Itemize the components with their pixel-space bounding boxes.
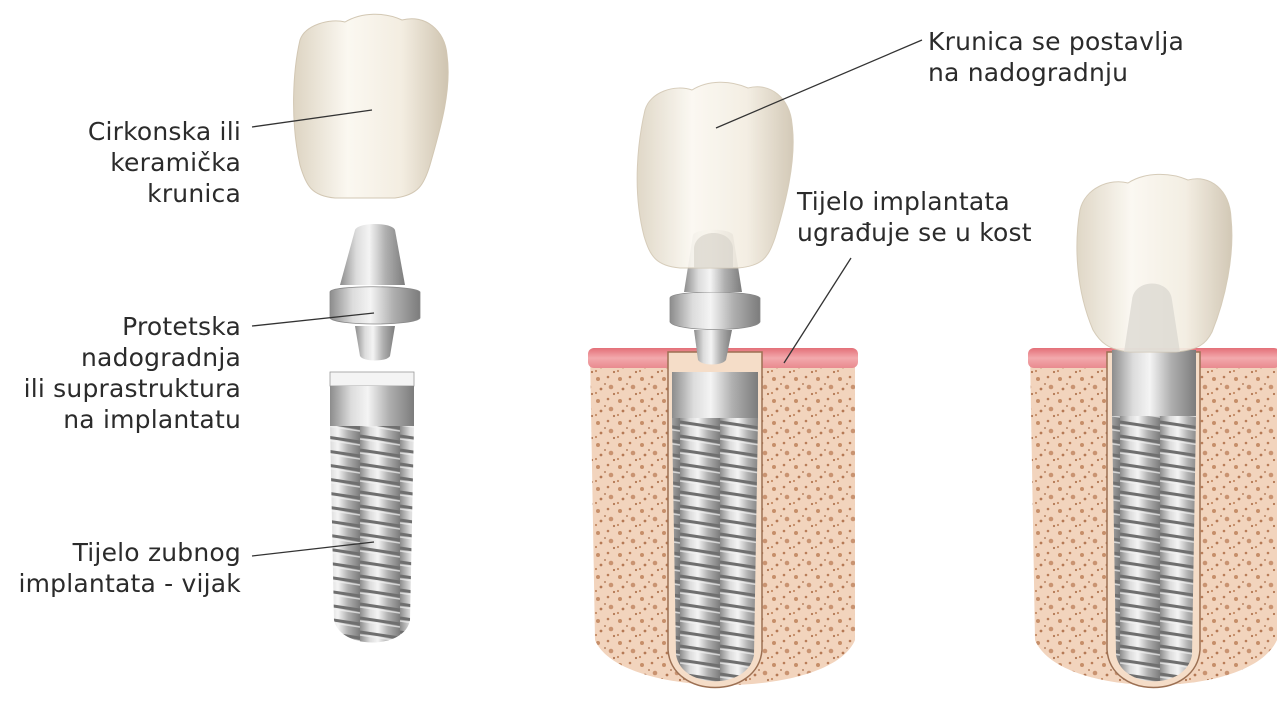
abutment-label-line-2: nadogradnja [24, 342, 241, 373]
implant-in-bone-label-line-1: Tijelo implantata [797, 186, 1032, 217]
crown-placed-label-line-1: Krunica se postavlja [928, 26, 1184, 57]
implant-in-bone-label-line-2: ugrađuje se u kost [797, 217, 1032, 248]
abutment-label-line-1: Protetska [24, 311, 241, 342]
crown-placed-leader-line [716, 40, 922, 128]
right-implant [1107, 350, 1200, 688]
abutment-label: Protetska nadogradnja ili suprastruktura… [24, 311, 241, 435]
implant-in-bone-label: Tijelo implantata ugrađuje se u kost [797, 186, 1032, 248]
exploded-crown [294, 14, 449, 198]
middle-crown [637, 82, 793, 268]
crown-placed-label: Krunica se postavlja na nadogradnju [928, 26, 1184, 88]
implant-body-label: Tijelo zubnog implantata - vijak [18, 537, 241, 599]
abutment-label-line-3: ili suprastruktura [24, 373, 241, 404]
implant-in-bone-leader-line [784, 258, 851, 363]
abutment-label-line-4: na implantatu [24, 404, 241, 435]
right-crown [1077, 174, 1232, 352]
middle-implant [668, 230, 762, 688]
exploded-implant-screw [330, 372, 414, 643]
implant-body-label-line-1: Tijelo zubnog [18, 537, 241, 568]
crown-label: Cirkonska ili keramička krunica [88, 116, 241, 209]
crown-label-line-1: Cirkonska ili [88, 116, 241, 147]
crown-label-line-2: keramička [88, 147, 241, 178]
crown-label-line-3: krunica [88, 178, 241, 209]
exploded-abutment [330, 224, 420, 361]
crown-placed-label-line-2: na nadogradnju [928, 57, 1184, 88]
implant-body-label-line-2: implantata - vijak [18, 568, 241, 599]
